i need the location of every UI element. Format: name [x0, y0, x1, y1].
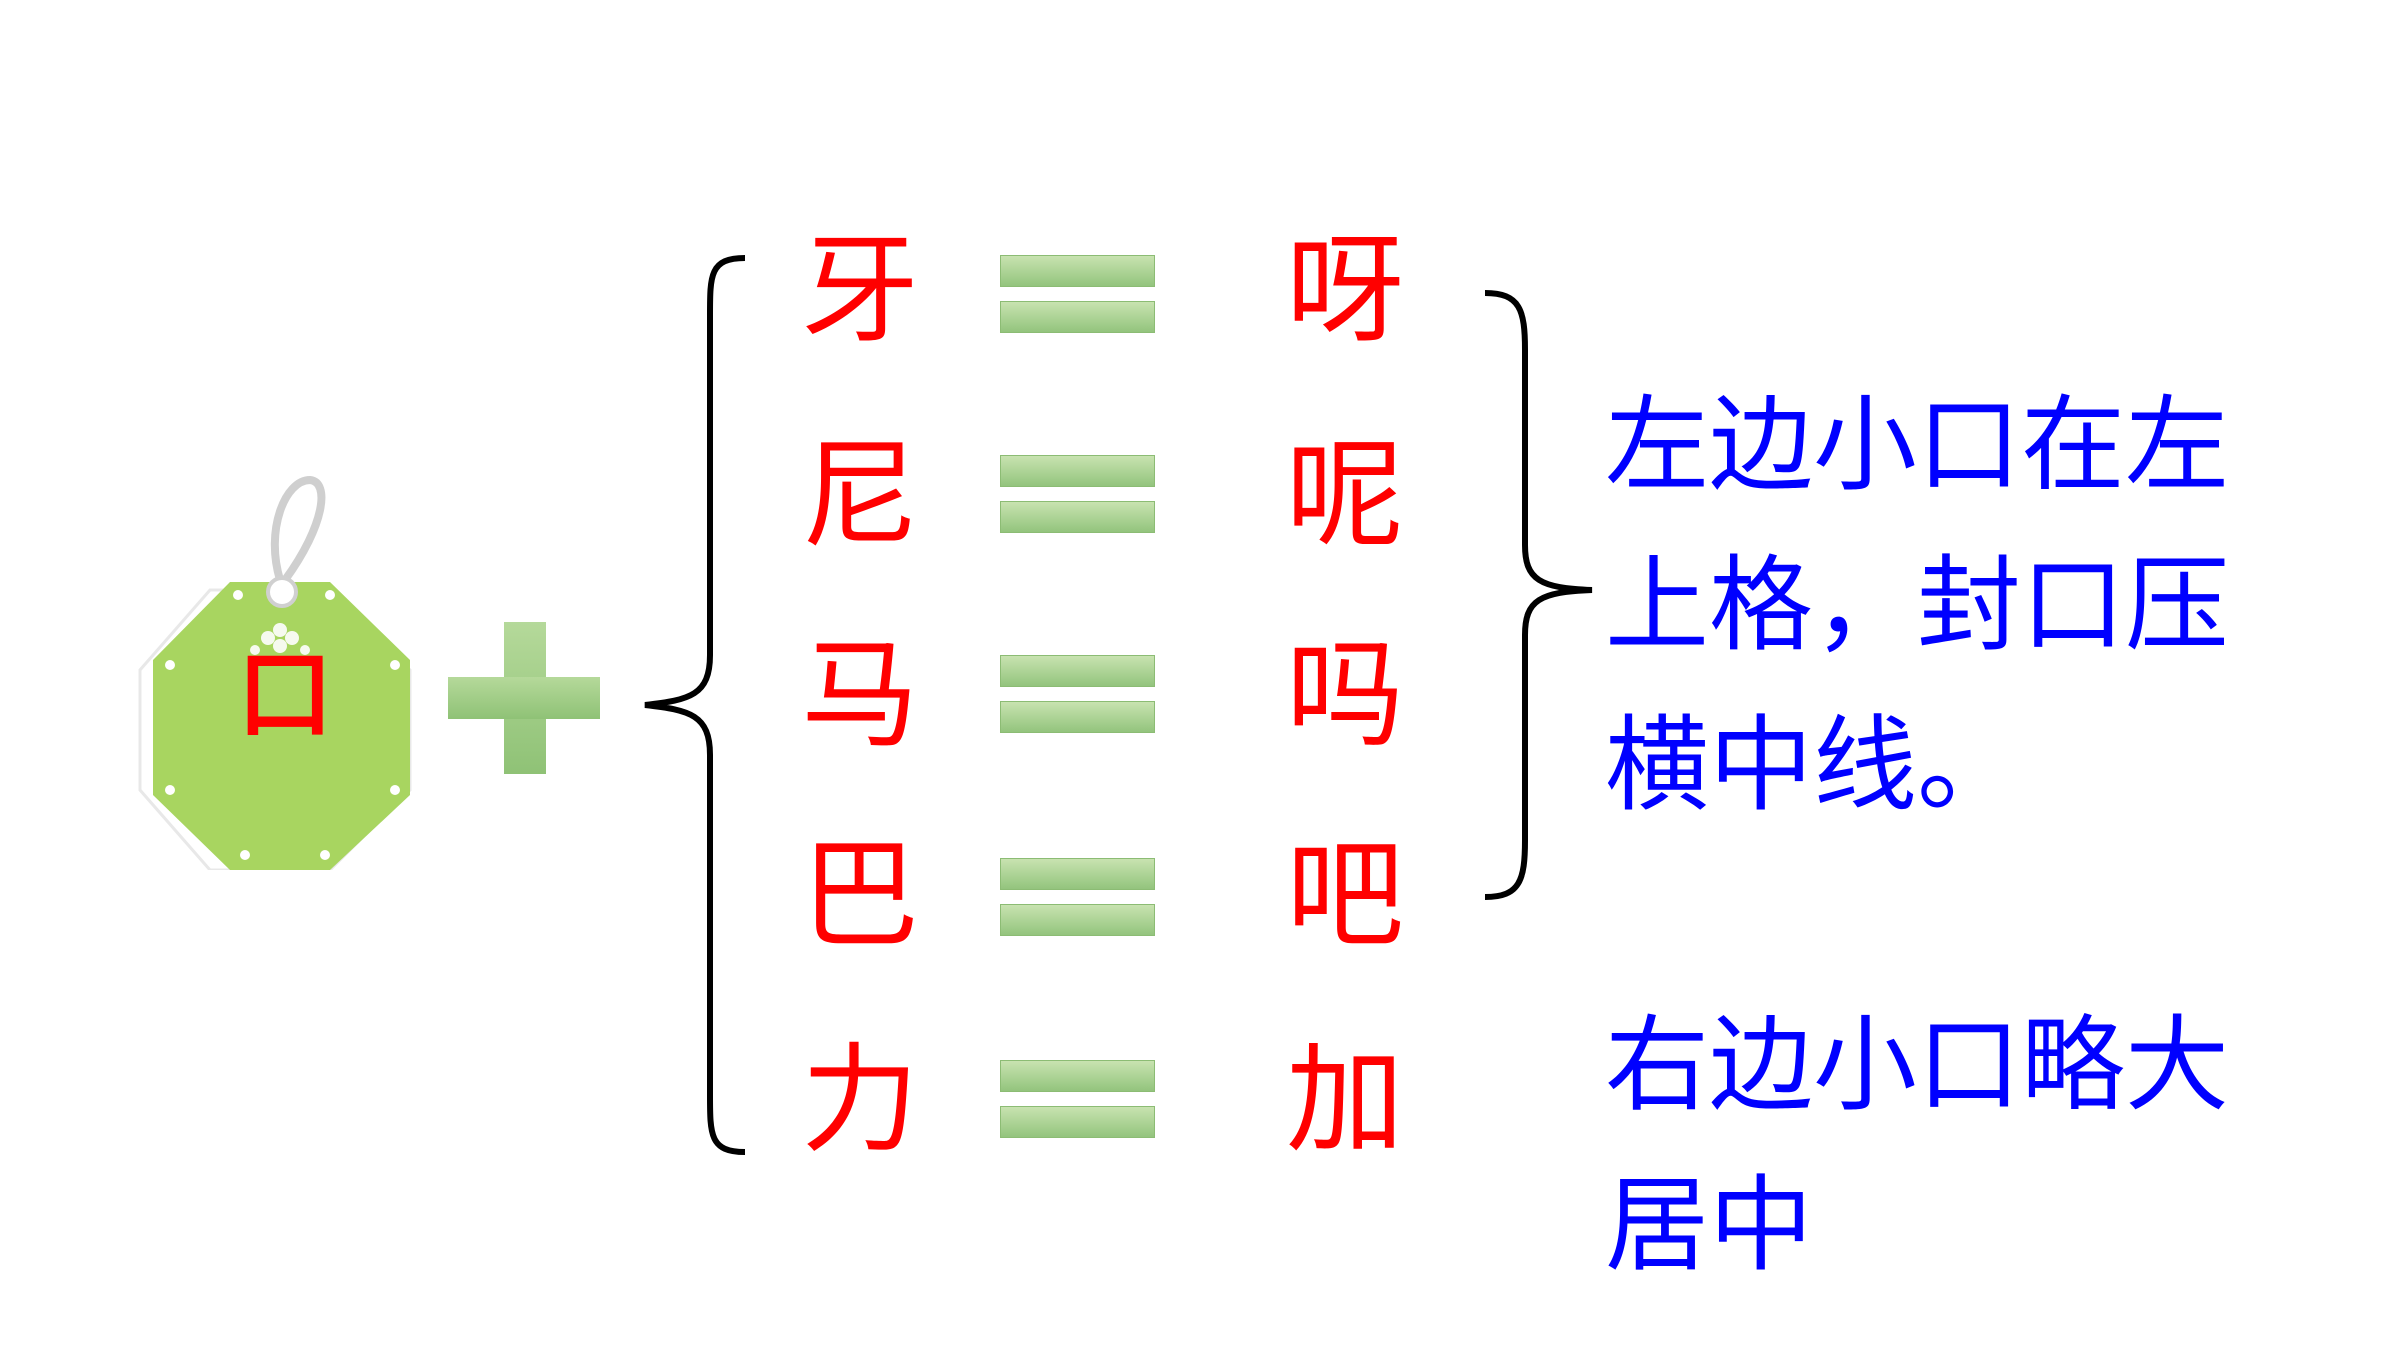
base-char: 力 — [800, 1031, 919, 1169]
note-line: 左边小口在左 — [1605, 384, 2230, 506]
result-char: 吗 — [1285, 626, 1404, 764]
equals-icon — [1000, 858, 1155, 938]
result-char: 呢 — [1285, 426, 1404, 564]
result-char: 吧 — [1285, 826, 1404, 964]
radical-tag — [138, 475, 412, 870]
base-char: 牙 — [800, 221, 919, 359]
equals-icon — [1000, 1060, 1155, 1140]
equals-icon — [1000, 655, 1155, 735]
tag-string-icon — [270, 475, 326, 583]
note-right-mouth: 右边小口略大 居中 — [1605, 985, 2285, 1305]
base-char: 尼 — [800, 426, 919, 564]
flower-icon — [250, 623, 310, 655]
note-line: 上格，封口压 — [1605, 544, 2230, 666]
note-line: 横中线。 — [1605, 704, 2022, 826]
radical-char: 口 — [237, 638, 333, 751]
right-brace-icon — [1484, 290, 1593, 900]
base-char: 巴 — [800, 826, 919, 964]
result-char: 加 — [1285, 1031, 1404, 1169]
plus-icon — [448, 622, 600, 774]
equals-icon — [1000, 455, 1155, 535]
note-left-mouth: 左边小口在左 上格，封口压 横中线。 — [1605, 365, 2285, 845]
equals-icon — [1000, 255, 1155, 335]
note-line: 居中 — [1605, 1164, 1814, 1286]
result-char: 呀 — [1285, 221, 1404, 359]
left-brace-icon — [644, 255, 746, 1155]
note-line: 右边小口略大 — [1605, 1004, 2230, 1126]
tag-octagon-icon — [153, 582, 410, 870]
base-char: 马 — [800, 626, 919, 764]
